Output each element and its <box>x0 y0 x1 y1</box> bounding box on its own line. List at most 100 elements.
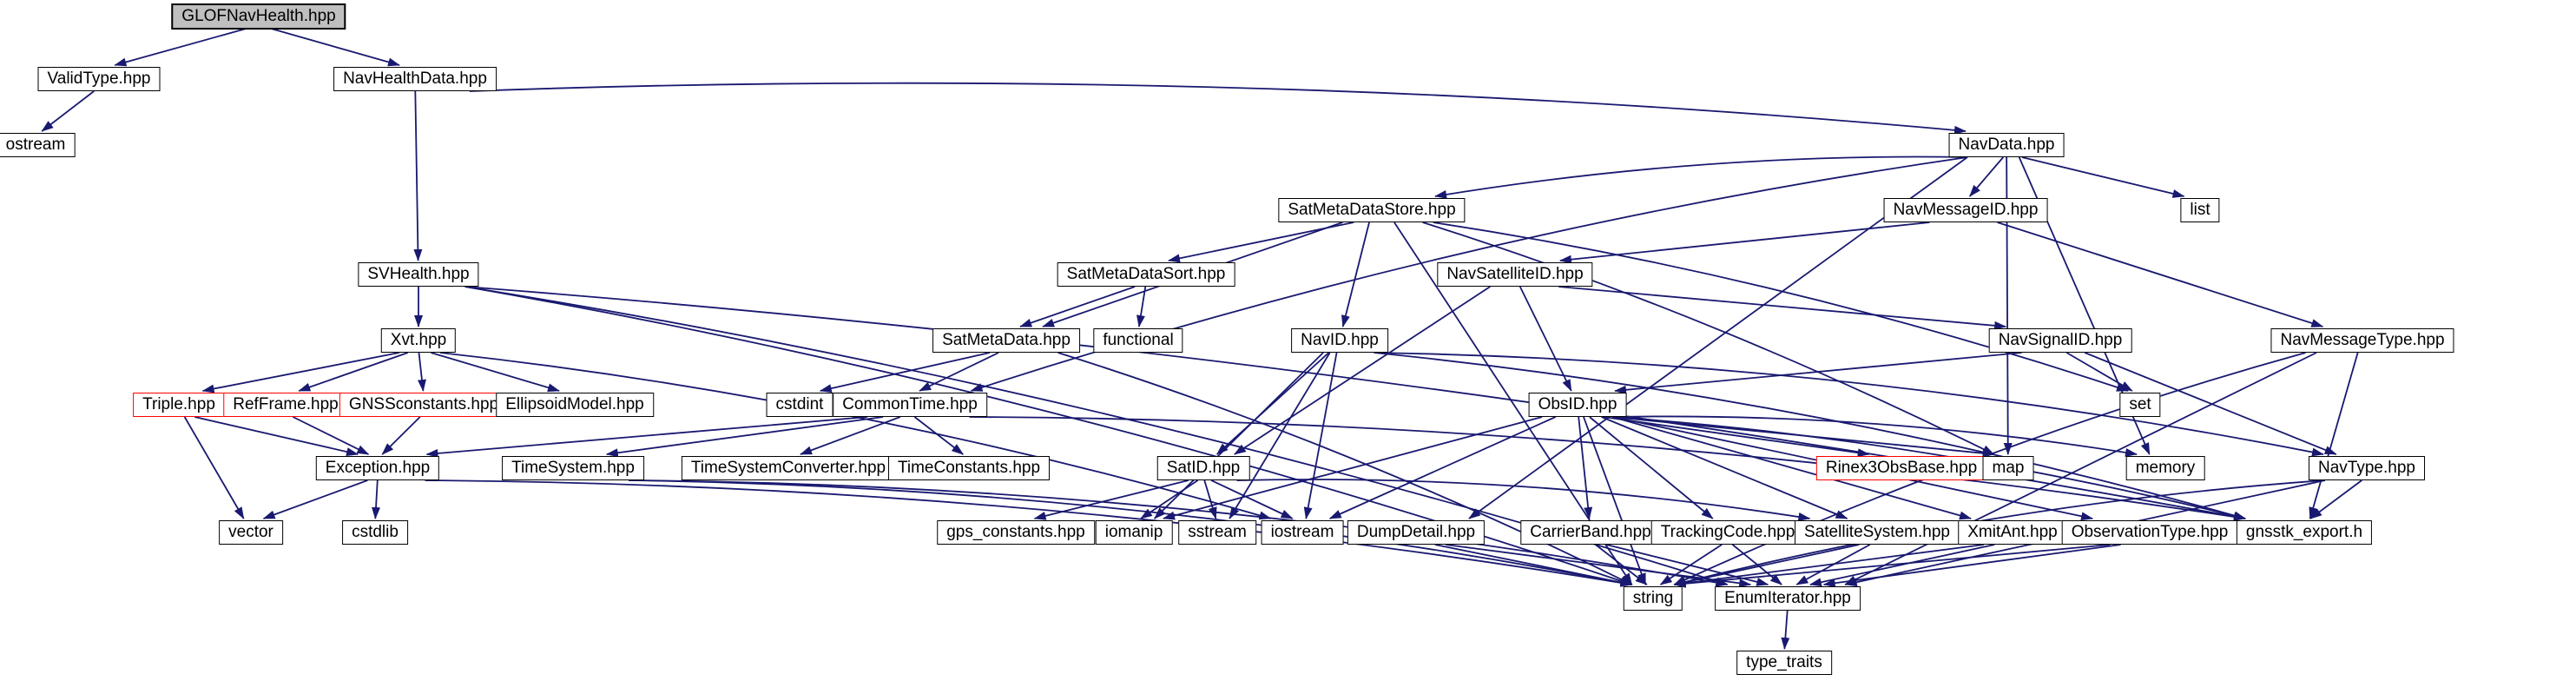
graph-node-timesystem[interactable]: TimeSystem.hpp <box>502 456 644 480</box>
include-edge-commontime-timesystemconverter <box>800 416 901 455</box>
include-edge-navtype-gnsstkexport <box>2309 479 2362 519</box>
include-edge-obsid-carrierband <box>1578 416 1593 519</box>
include-edge-navmessagetype-enumiterator <box>1844 352 2317 585</box>
include-edge-exception-cstdlib <box>372 479 381 519</box>
include-edge-observationtype-string <box>1673 544 2111 588</box>
include-edge-navid-satid <box>1216 352 1330 455</box>
graph-node-ellipsoidmodel[interactable]: EllipsoidModel.hpp <box>496 393 654 417</box>
graph-node-string: string <box>1623 586 1683 611</box>
include-edge-xmitant-string <box>1673 544 1984 588</box>
include-edge-navsatelliteid-navsignalid <box>1558 286 2007 330</box>
include-edge-obsid-rinex3obsbase <box>1603 416 1870 458</box>
include-edge-exception-vector <box>262 479 368 519</box>
include-edge-triple-exception <box>194 416 359 456</box>
graph-node-timesystemconverter[interactable]: TimeSystemConverter.hpp <box>681 456 896 480</box>
include-edge-navmessageid-navsatelliteid <box>1558 221 1930 264</box>
include-edge-navsignalid-set <box>2065 352 2133 392</box>
graph-node-gpsconstants[interactable]: gps_constants.hpp <box>937 520 1095 545</box>
graph-node-satmetadata[interactable]: SatMetaData.hpp <box>932 328 1080 353</box>
include-edge-satid-gpsconstants <box>1033 479 1189 520</box>
graph-node-carrierband[interactable]: CarrierBand.hpp <box>1520 520 1661 545</box>
include-edge-satmetadatastore-navid <box>1341 221 1370 327</box>
graph-node-satid[interactable]: SatID.hpp <box>1156 456 1250 480</box>
graph-node-gnssconstants[interactable]: GNSSconstants.hpp <box>339 393 509 417</box>
include-edge-glofnavhealth-validtype <box>114 28 247 67</box>
include-edge-navsatelliteid-satid <box>1234 286 1491 455</box>
graph-node-ostream: ostream <box>0 133 76 157</box>
graph-node-validtype[interactable]: ValidType.hpp <box>37 67 161 91</box>
graph-node-navmessagetype[interactable]: NavMessageType.hpp <box>2270 328 2454 353</box>
graph-node-navhealthdata[interactable]: NavHealthData.hpp <box>333 67 497 91</box>
include-edge-exception-string <box>425 479 1633 587</box>
graph-node-commontime[interactable]: CommonTime.hpp <box>833 393 987 417</box>
graph-node-navsignalid[interactable]: NavSignalID.hpp <box>1988 328 2132 353</box>
include-edge-navsatelliteid-obsid <box>1519 286 1572 392</box>
graph-node-cstdint: cstdint <box>766 393 833 417</box>
include-edge-xvt-triple <box>201 352 400 393</box>
graph-node-navtype[interactable]: NavType.hpp <box>2309 456 2425 480</box>
include-edge-trackingcode-string <box>1659 544 1723 585</box>
graph-node-navid[interactable]: NavID.hpp <box>1291 328 1388 353</box>
graph-node-memory: memory <box>2125 456 2205 480</box>
include-edge-satmetadatasort-satmetadata <box>1019 286 1136 327</box>
graph-node-svhealth[interactable]: SVHealth.hpp <box>358 262 479 287</box>
include-edge-navmessageid-navmessagetype <box>1997 221 2324 327</box>
include-edge-satmetadata-cstdint <box>819 352 991 393</box>
graph-node-glofnavhealth: GLOFNavHealth.hpp <box>171 3 346 30</box>
graph-node-obsid[interactable]: ObsID.hpp <box>1528 393 1627 417</box>
include-edge-commontime-timeconstants <box>913 416 964 455</box>
include-edge-obsid-string <box>1583 416 1647 585</box>
include-edge-observationtype-enumiterator <box>1822 544 2121 588</box>
include-edge-satid-iostream <box>1210 479 1294 519</box>
include-edge-navdata-navmessageid <box>1969 156 2004 197</box>
include-edge-commontime-gnsstkexport <box>969 416 2246 521</box>
include-edge-navsignalid-navtype <box>2084 352 2337 455</box>
include-edge-navid-iomanip <box>1153 352 1324 519</box>
graph-node-timeconstants[interactable]: TimeConstants.hpp <box>887 456 1051 480</box>
include-edge-obsid-iomanip <box>1163 416 1543 520</box>
graph-node-satmetadatasort[interactable]: SatMetaDataSort.hpp <box>1057 262 1235 287</box>
graph-node-rinex3obsbase[interactable]: Rinex3ObsBase.hpp <box>1815 456 1987 480</box>
include-edge-satid-sstream <box>1203 479 1217 519</box>
graph-node-list: list <box>2180 198 2220 222</box>
include-edge-satmetadata-commontime <box>919 352 999 392</box>
graph-node-triple[interactable]: Triple.hpp <box>133 393 225 417</box>
graph-node-xmitant[interactable]: XmitAnt.hpp <box>1958 520 2067 545</box>
include-edge-svhealth-gnsstkexport <box>464 286 2246 521</box>
graph-node-typetraits: type_traits <box>1736 651 1832 675</box>
include-edge-navsignalid-obsid <box>1614 352 2022 394</box>
include-edge-obsid-gnsstkexport <box>1612 416 2246 520</box>
graph-node-xvt[interactable]: Xvt.hpp <box>380 328 457 353</box>
graph-node-observationtype[interactable]: ObservationType.hpp <box>2061 520 2238 545</box>
graph-node-gnsstkexport[interactable]: gnsstk_export.h <box>2236 520 2373 545</box>
include-edge-obsid-satellitesystem <box>1601 416 1848 519</box>
graph-node-dumpdetail[interactable]: DumpDetail.hpp <box>1347 520 1486 545</box>
graph-node-navsatelliteid[interactable]: NavSatelliteID.hpp <box>1437 262 1593 287</box>
graph-node-sstream: sstream <box>1178 520 1256 545</box>
include-edge-satmetadata-string <box>1057 352 1633 585</box>
graph-node-satmetadatastore[interactable]: SatMetaDataStore.hpp <box>1278 198 1466 222</box>
include-edge-navdata-map <box>2003 156 2013 455</box>
graph-node-trackingcode[interactable]: TrackingCode.hpp <box>1650 520 1805 545</box>
graph-node-navmessageid[interactable]: NavMessageID.hpp <box>1883 198 2048 222</box>
include-edge-commontime-exception <box>425 416 868 458</box>
graph-node-functional: functional <box>1093 328 1183 353</box>
graph-node-refframe[interactable]: RefFrame.hpp <box>223 393 348 417</box>
graph-node-navdata[interactable]: NavData.hpp <box>1948 133 2065 157</box>
include-edge-timesystem-enumiterator <box>628 479 1729 587</box>
include-edge-validtype-ostream <box>41 90 95 132</box>
include-edge-refframe-exception <box>293 416 370 455</box>
include-edge-navhealthdata-navdata <box>469 82 1967 135</box>
include-edge-navdata-list <box>2021 156 2185 198</box>
include-edge-glofnavhealth-navhealthdata <box>271 28 400 67</box>
include-edge-navid-iostream <box>1303 352 1338 519</box>
include-edge-carrierband-enumiterator <box>1605 544 1769 586</box>
graph-node-exception[interactable]: Exception.hpp <box>315 456 440 480</box>
include-edge-navid-sstream <box>1229 352 1331 519</box>
include-edge-navid-gnsstkexport <box>1374 352 2246 520</box>
include-edge-xvt-gnssconstants <box>417 352 426 392</box>
include-edge-navhealthdata-svhealth <box>413 90 423 261</box>
graph-node-vector: vector <box>219 520 283 545</box>
graph-node-satellitesystem[interactable]: SatelliteSystem.hpp <box>1795 520 1960 545</box>
graph-node-enumiterator[interactable]: EnumIterator.hpp <box>1715 586 1861 611</box>
